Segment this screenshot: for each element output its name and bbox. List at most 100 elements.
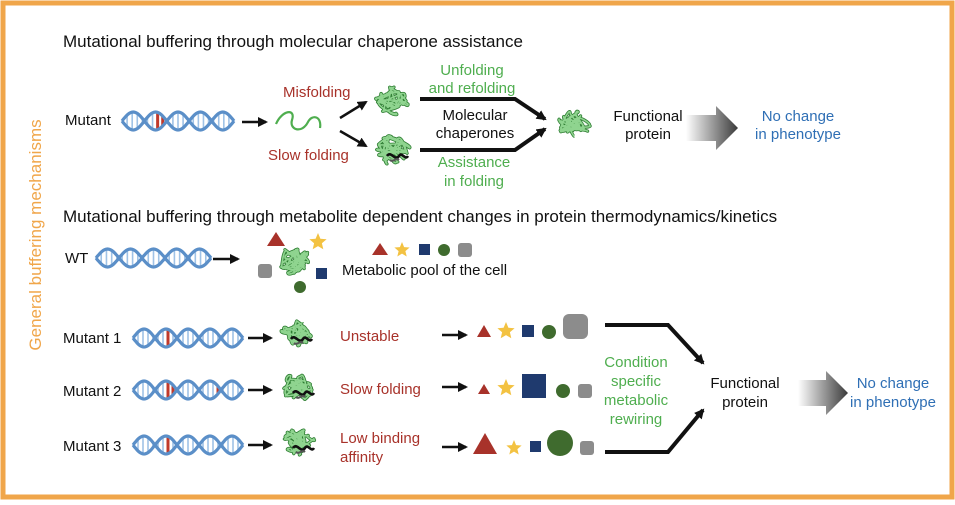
m1-square-navy xyxy=(522,325,534,337)
rewiring-line4: rewiring xyxy=(610,411,663,428)
rewiring-line2: specific xyxy=(611,373,662,390)
converge-path-top xyxy=(605,323,705,365)
m2-circle xyxy=(556,384,570,398)
unfolded-chain xyxy=(274,111,322,131)
misfolded-segment xyxy=(385,153,410,159)
misfolded-segment xyxy=(389,158,400,162)
dna-strand xyxy=(120,110,236,132)
unfolding-label-line2: and refolding xyxy=(429,80,516,97)
mutant2-effect: Slow folding xyxy=(340,381,421,398)
functional-protein2-line1: Functional xyxy=(710,375,779,392)
m3-square-gray xyxy=(580,441,594,455)
phenotype-arrow-2 xyxy=(798,371,848,415)
functional-protein-shape xyxy=(557,109,592,138)
mutant-dna-helix xyxy=(120,110,236,132)
m3-circle xyxy=(547,430,573,456)
m3-square-navy xyxy=(530,441,541,452)
mutant3-metabolites xyxy=(473,430,594,456)
slow-folding-label: Slow folding xyxy=(268,147,349,164)
pool-circle xyxy=(438,244,450,256)
mutant2-label: Mutant 2 xyxy=(63,383,121,400)
converge-path-bottom xyxy=(605,408,705,454)
functional-protein-line1: Functional xyxy=(613,108,682,125)
no-change-line2: in phenotype xyxy=(755,126,841,143)
functional-protein2-line2: protein xyxy=(722,394,768,411)
dna-strand xyxy=(131,327,245,349)
m2-star xyxy=(497,379,515,396)
misfolded-segment xyxy=(289,336,314,342)
misfolded-protein xyxy=(374,85,410,117)
m2-square-navy xyxy=(522,374,546,398)
section1-title: Mutational buffering through molecular c… xyxy=(63,32,523,51)
chaperones-label-line1: Molecular xyxy=(442,107,507,124)
m2-triangle xyxy=(478,384,490,394)
mutant1-dna-helix xyxy=(131,327,245,349)
metabolic-pool xyxy=(372,242,472,257)
star-shape xyxy=(506,440,522,455)
arrow-to-slow-folded xyxy=(339,129,368,148)
m3-star xyxy=(506,440,522,455)
unfolding-label-line1: Unfolding xyxy=(440,62,503,79)
functional-protein-line2: protein xyxy=(625,126,671,143)
pool-label: Metabolic pool of the cell xyxy=(342,262,507,279)
section1-mutant-label: Mutant xyxy=(65,112,112,129)
misfolded-segment xyxy=(291,445,316,451)
slow-folding-protein xyxy=(375,134,412,166)
dna-strand xyxy=(94,247,213,269)
wt-protein-with-metabolites xyxy=(258,232,327,293)
dna-strand xyxy=(131,379,245,401)
misfolded-segment xyxy=(295,450,306,454)
pool-triangle xyxy=(372,243,388,255)
metabolite-star xyxy=(309,233,327,250)
m2-square-gray xyxy=(578,384,592,398)
protein-chain xyxy=(375,134,411,165)
dna-strand xyxy=(120,110,236,132)
mutant2-metabolites xyxy=(478,374,592,398)
phenotype-arrow xyxy=(686,106,738,150)
mutant1-label: Mutant 1 xyxy=(63,330,121,347)
sidebar-label: General buffering mechanisms xyxy=(26,119,45,350)
mutant2-protein xyxy=(282,373,316,401)
protein-chain xyxy=(283,374,313,401)
metabolite-triangle xyxy=(267,232,285,246)
star-shape xyxy=(497,379,515,396)
protein-chain xyxy=(558,110,591,138)
mutant3-protein xyxy=(282,428,317,457)
wt-label: WT xyxy=(65,250,88,267)
m1-star xyxy=(497,322,515,339)
mutant3-label: Mutant 3 xyxy=(63,438,121,455)
wt-dna-helix xyxy=(94,247,213,269)
dna-strand xyxy=(94,247,213,269)
misfolded-segment xyxy=(295,395,306,399)
misfolded-segment xyxy=(291,390,316,396)
chaperones-label-line2: chaperones xyxy=(436,125,514,142)
pool-star xyxy=(394,242,410,257)
metabolite-square-navy xyxy=(316,268,327,279)
mutant1-effect: Unstable xyxy=(340,328,399,345)
arrow-to-misfolded xyxy=(339,100,368,120)
star-shape xyxy=(309,233,327,250)
rewiring-line3: metabolic xyxy=(604,392,669,409)
chaperone-path-bottom xyxy=(420,127,547,152)
rewiring-line1: Condition xyxy=(604,354,667,371)
m1-triangle xyxy=(477,325,491,337)
no-change2-line2: in phenotype xyxy=(850,394,936,411)
wt-folded-protein xyxy=(279,247,310,276)
misfolding-label: Misfolding xyxy=(283,84,351,101)
dna-strand xyxy=(131,434,245,456)
protein-chain xyxy=(283,429,316,456)
pool-square-gray xyxy=(458,243,472,257)
m3-triangle xyxy=(473,433,497,454)
metabolite-circle xyxy=(294,281,306,293)
mutant2-dna-helix xyxy=(131,379,245,401)
protein-chain xyxy=(374,86,409,116)
misfolded-segment xyxy=(293,341,304,345)
star-shape xyxy=(497,322,515,339)
chaperone-path-top xyxy=(420,97,547,121)
mutant3-effect-line2: affinity xyxy=(340,449,384,466)
metabolite-square-gray xyxy=(258,264,272,278)
no-change-line1: No change xyxy=(762,108,835,125)
